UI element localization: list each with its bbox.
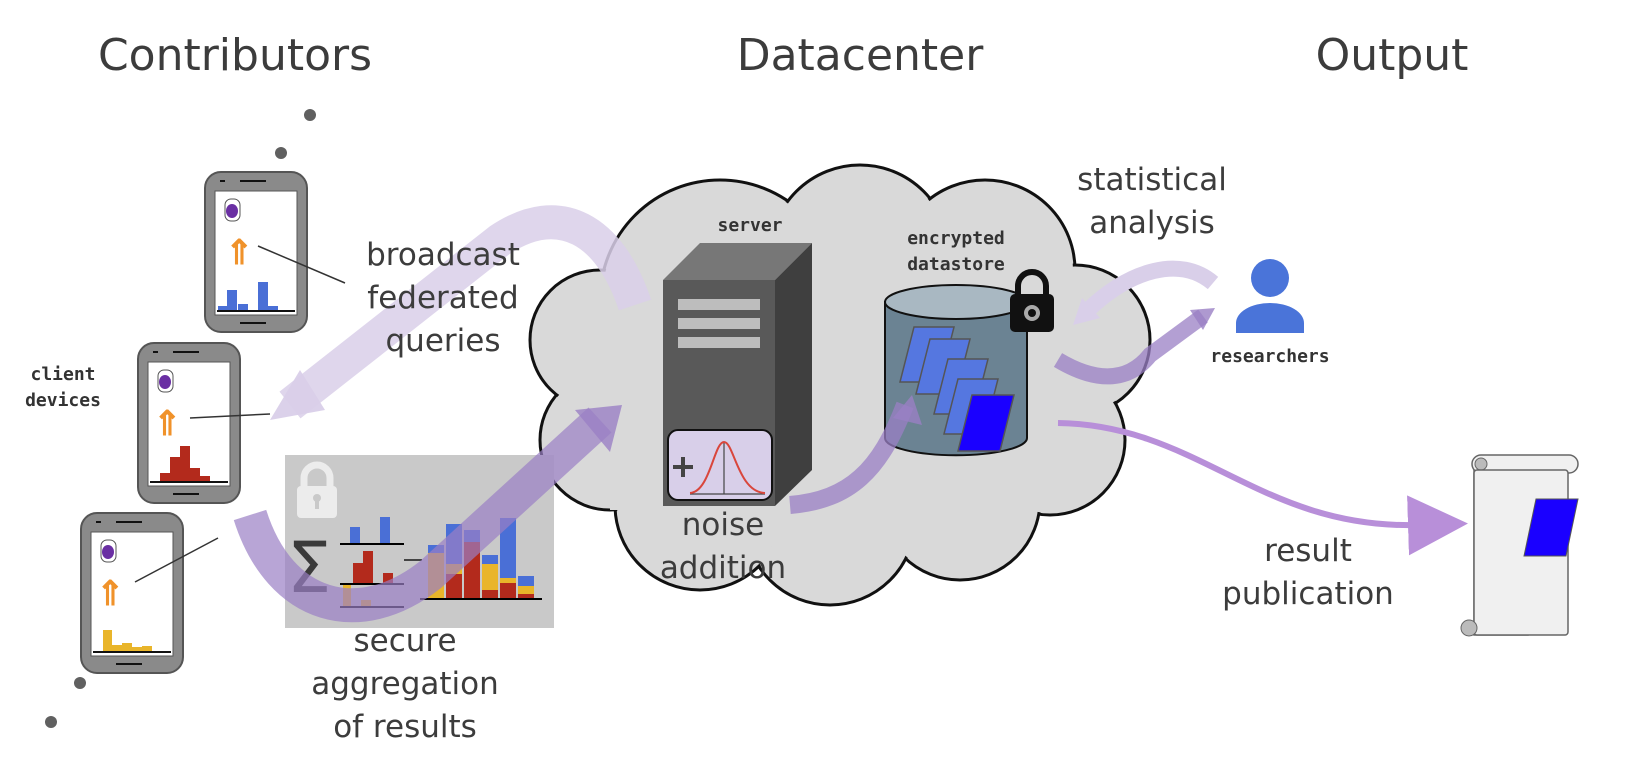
tensorflow-icon: ⇑ <box>96 575 125 613</box>
server-icon <box>663 243 812 506</box>
result-publication-line1: result <box>1264 533 1352 569</box>
client-devices-line2: devices <box>25 390 101 411</box>
ellipsis-dots-top <box>275 109 316 159</box>
database-icon <box>100 539 117 563</box>
aggregation-upload-arrow <box>233 407 612 623</box>
ellipsis-dots-bottom <box>45 677 86 728</box>
secure-aggregation-line1: secure <box>353 623 456 659</box>
secure-aggregation-line2: aggregation <box>311 666 499 702</box>
client-phone-3: ⇑ <box>80 512 184 674</box>
lock-icon <box>297 461 337 518</box>
person-icon <box>1236 259 1304 333</box>
noise-to-datastore-arrowhead <box>893 395 922 425</box>
aggregation-upload-arrowhead <box>575 405 622 452</box>
secure-aggregation-line3: of results <box>333 709 477 745</box>
noise-addition-line2: addition <box>660 550 786 586</box>
client-phone-1: ⇑ <box>204 171 308 333</box>
pointer-lines <box>134 245 346 583</box>
tensorflow-icon: ⇑ <box>225 234 254 272</box>
broadcast-line2: federated <box>367 280 518 316</box>
broadcast-line3: queries <box>386 323 501 359</box>
heading-output: Output <box>1316 30 1469 81</box>
broadcast-arrow <box>279 205 652 419</box>
broadcast-arrowhead <box>270 370 325 420</box>
noise-to-datastore-arrow <box>789 401 914 514</box>
query-to-datastore-arrowhead <box>1073 298 1100 325</box>
publication-arrow <box>1057 420 1468 556</box>
results-to-researchers-arrow <box>1053 309 1208 385</box>
gaussian-noise-icon <box>667 429 773 501</box>
heading-datacenter: Datacenter <box>737 30 985 81</box>
scroll-icon <box>1460 454 1579 637</box>
heading-contributors: Contributors <box>98 30 372 81</box>
datastore-label-line2: datastore <box>907 254 1005 275</box>
researchers-label: researchers <box>1210 346 1329 367</box>
statistical-analysis-line1: statistical <box>1077 162 1227 198</box>
datastore-label-line1: encrypted <box>907 228 1005 249</box>
datastore-icon <box>884 284 1028 457</box>
tensorflow-icon: ⇑ <box>153 405 182 443</box>
database-icon <box>224 198 241 222</box>
lock-icon <box>1010 269 1054 332</box>
server-label: server <box>717 215 782 236</box>
client-devices-line1: client <box>30 364 95 385</box>
client-phone-2: ⇑ <box>137 342 241 504</box>
query-to-datastore-arrow <box>1082 260 1219 316</box>
broadcast-line1: broadcast <box>366 237 520 273</box>
datacenter-cloud <box>528 163 1152 607</box>
statistical-analysis-line2: analysis <box>1089 205 1215 241</box>
results-to-researchers-arrowhead <box>1190 308 1215 330</box>
database-icon <box>157 369 174 393</box>
result-publication-line2: publication <box>1222 576 1394 612</box>
noise-addition-line1: noise <box>682 507 764 543</box>
